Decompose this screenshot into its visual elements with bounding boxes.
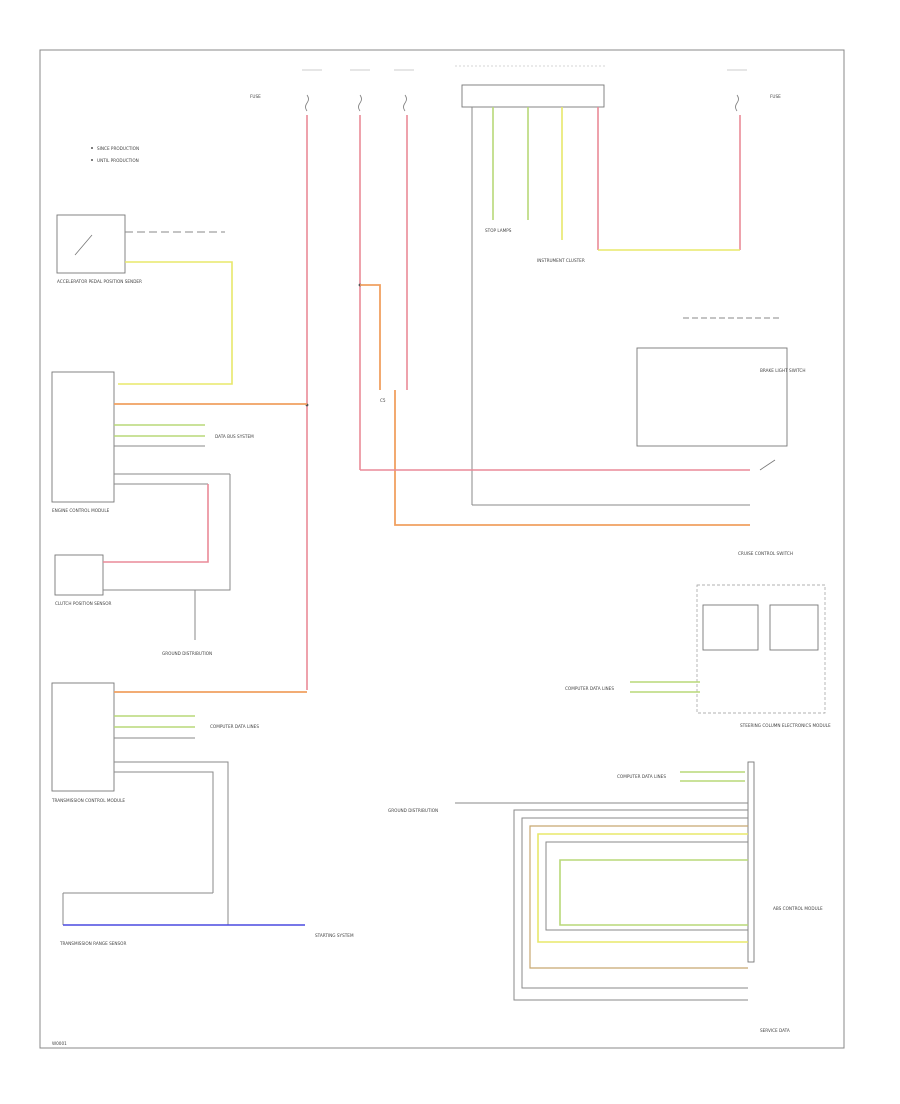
ref-computer-3: COMPUTER DATA LINES (617, 774, 666, 779)
ref-ground-1: GROUND DISTRIBUTION (162, 651, 212, 656)
relay-block (461, 84, 605, 108)
ref-computer-1: COMPUTER DATA LINES (210, 724, 259, 729)
fuse-block-top: FUSE FUSE (250, 69, 781, 112)
steering-switch-a (702, 604, 759, 651)
ecm-label: ENGINE CONTROL MODULE (52, 508, 110, 513)
clutch-position-sensor (54, 554, 104, 596)
ref-stop-lamps-1: STOP LAMPS (485, 228, 512, 233)
diagram-frame (39, 49, 845, 1049)
accel-pedal-label: ACCELERATOR PEDAL POSITION SENDER (57, 279, 142, 284)
brake-switch-label: BRAKE LIGHT SWITCH (760, 368, 805, 373)
ref-data-bus-1: DATA BUS SYSTEM (215, 434, 254, 439)
legend-item-2: UNTIL PRODUCTION (97, 158, 139, 163)
legend: SINCE PRODUCTION UNTIL PRODUCTION (91, 146, 139, 163)
fuse-icon (305, 94, 739, 112)
abs-control-module-box (747, 761, 755, 963)
legend-item-1: SINCE PRODUCTION (97, 146, 139, 151)
connector-c5: C5 (380, 398, 386, 403)
ref-instrument-1: INSTRUMENT CLUSTER (537, 258, 585, 263)
cruise-switch-label: CRUISE CONTROL SWITCH (738, 551, 793, 556)
trans-sensor-label: TRANSMISSION RANGE SENSOR (59, 941, 126, 946)
abs-module-label: ABS CONTROL MODULE (773, 906, 823, 911)
footer-code: W0001 (52, 1041, 67, 1046)
fuse-label-right: FUSE (770, 94, 781, 99)
transmission-control-module (51, 682, 115, 792)
brake-light-switch (636, 347, 788, 447)
engine-control-module (51, 371, 115, 503)
footer-right: SERVICE DATA (760, 1028, 790, 1033)
steering-column-module (696, 584, 826, 714)
ref-ground-2: GROUND DISTRIBUTION (388, 808, 438, 813)
clutch-switch-label: CLUTCH POSITION SENSOR (55, 601, 111, 606)
steering-switch-b (769, 604, 819, 651)
tcm-label: TRANSMISSION CONTROL MODULE (51, 798, 125, 803)
accel-pedal-sender (56, 214, 126, 274)
fuse-label-left: FUSE (250, 94, 261, 99)
ref-computer-2: COMPUTER DATA LINES (565, 686, 614, 691)
steering-module-label: STEERING COLUMN ELECTRONICS MODULE (740, 723, 831, 728)
ref-starting-1: STARTING SYSTEM (315, 933, 354, 938)
